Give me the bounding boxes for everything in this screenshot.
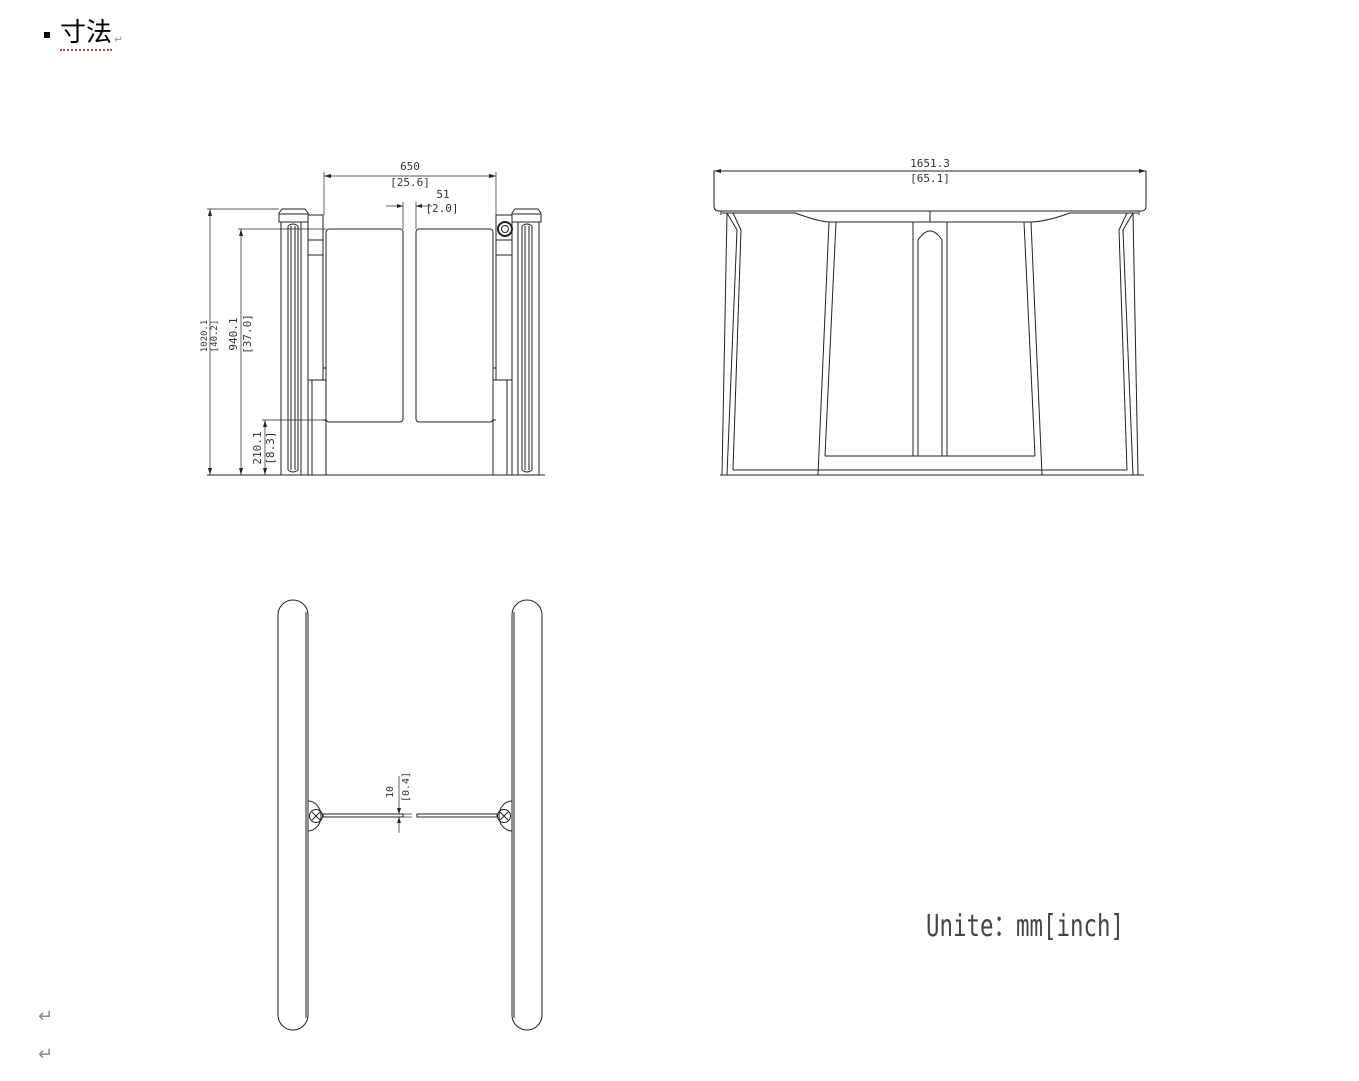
side-view — [713, 169, 1147, 476]
length-dim-inch: [65.1] — [910, 172, 950, 185]
right-flap — [415, 228, 494, 423]
heading-text: 寸法 — [60, 18, 113, 51]
thickness-dim-mm: 10 — [385, 786, 396, 798]
gap-dim-mm: 51 — [436, 188, 449, 201]
gap-dim-inch: [2.0] — [425, 202, 458, 215]
right-cabinet — [492, 208, 542, 476]
return-mark-icon: ↵ — [114, 32, 124, 46]
length-dim-mm: 1651.3 — [910, 157, 950, 170]
sensor-icon — [497, 221, 513, 237]
front-view — [207, 172, 545, 476]
left-cabinet — [278, 208, 327, 476]
section-heading: 寸法 ↵ — [44, 16, 123, 52]
bullet-icon — [44, 32, 50, 38]
flap-height-dim-inch: [37.0] — [241, 314, 254, 354]
flap-height-dim-mm: 940.1 — [227, 317, 240, 350]
total-height-dim-inch: [40.2] — [210, 320, 220, 353]
thickness-dim-inch: [0.4] — [401, 772, 412, 802]
paragraph-mark-icon: ↵ — [38, 1044, 54, 1065]
paragraph-mark-icon: ↵ — [38, 1006, 54, 1027]
left-flap — [325, 228, 404, 423]
width-dim-mm: 650 — [400, 160, 420, 173]
left-cabinet-top — [277, 599, 309, 1031]
units-label: Unite：mm[inch] — [926, 909, 1124, 944]
base-height-dim-mm: 210.1 — [251, 431, 264, 464]
base-height-dim-inch: [8.3] — [264, 431, 277, 464]
top-view — [277, 599, 543, 1031]
right-cabinet-top — [511, 599, 543, 1031]
total-height-dim-mm: 1020.1 — [200, 320, 210, 353]
width-dim-inch: [25.6] — [390, 176, 430, 189]
